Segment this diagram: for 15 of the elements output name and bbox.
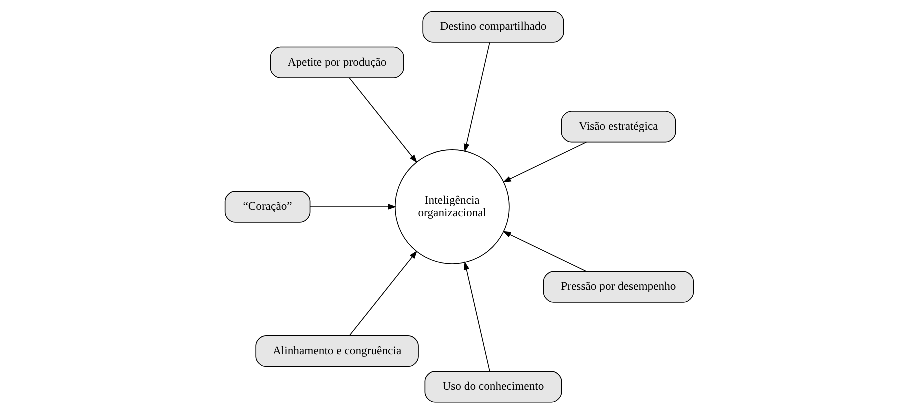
- arrow: [349, 250, 418, 336]
- arrow: [464, 42, 490, 152]
- arrow: [502, 231, 588, 272]
- node-circle: Inteligência organizacional: [394, 150, 510, 264]
- node-box: Pressão por desempenho: [543, 271, 694, 303]
- node-box: “Coração”: [224, 191, 311, 223]
- arrow: [349, 78, 418, 164]
- node-box: Destino compartilhado: [422, 11, 564, 43]
- node-box: Uso do conhecimento: [424, 371, 562, 403]
- node-box: Visão estratégica: [561, 111, 676, 143]
- node-box: Apetite por produção: [270, 46, 404, 78]
- arrow: [310, 204, 397, 210]
- arrow: [502, 142, 588, 183]
- arrow: [464, 262, 490, 372]
- node-box: Alinhamento e congruência: [256, 336, 419, 368]
